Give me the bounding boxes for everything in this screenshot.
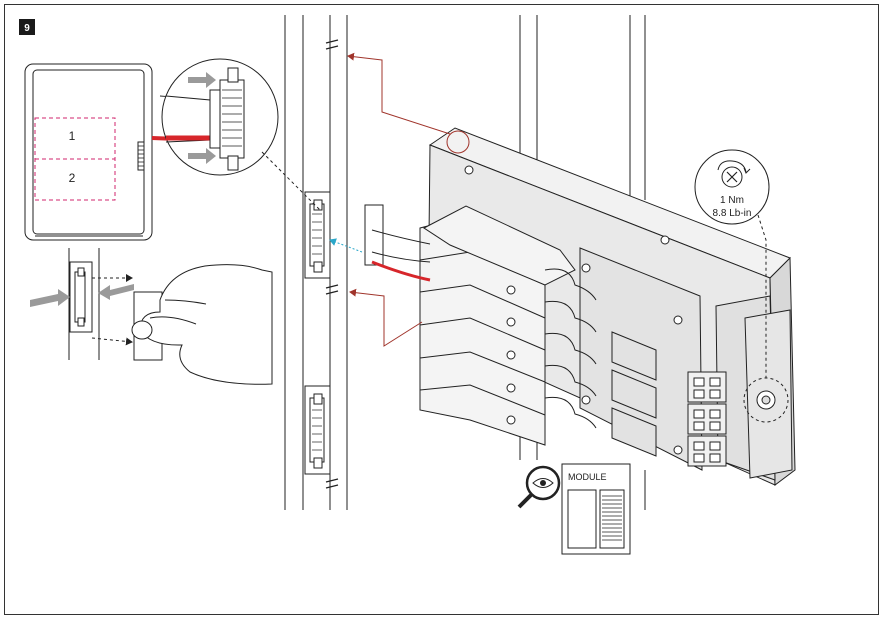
screw-terminals	[687, 371, 727, 467]
step-badge: 9	[19, 19, 35, 35]
insert-arrow-icon	[30, 289, 70, 307]
torque-nm-label: 1 Nm	[720, 195, 744, 206]
push-arrow-icon	[188, 148, 216, 164]
enclosure-drawing	[24, 63, 153, 241]
module-doc-reference: MODULE	[561, 463, 631, 555]
left-rail	[68, 248, 100, 360]
connection-arrow	[329, 238, 363, 253]
ribbon-cable-red	[371, 260, 431, 282]
zoom-leader-line	[261, 151, 321, 211]
alignment-guides	[347, 52, 470, 347]
left-rail-connector	[69, 261, 93, 333]
rail-slots	[325, 39, 339, 489]
rail-connector-lower	[304, 385, 331, 475]
zone-1-label: 1	[69, 129, 76, 143]
step-number: 9	[24, 23, 30, 34]
torque-indicator: 1 Nm 8.8 Lb-in	[694, 149, 770, 378]
torque-lbin-label: 8.8 Lb-in	[713, 208, 752, 219]
zone-outlines	[34, 117, 116, 201]
terminal-block-stack	[419, 214, 546, 446]
zone-2-label: 2	[69, 171, 76, 185]
connector-zoom-circle	[161, 58, 279, 176]
wire-loops	[544, 268, 597, 429]
release-arrow-icon	[98, 284, 134, 300]
hand-illustration	[131, 264, 273, 385]
magnifier-eye-icon	[517, 465, 561, 509]
frame-border	[4, 4, 879, 615]
push-arrow-icon	[188, 72, 216, 88]
screw-icon	[726, 171, 738, 183]
module-doc-label: MODULE	[568, 472, 607, 482]
module-connector-cap	[364, 204, 576, 286]
rail-connector-upper	[304, 191, 331, 279]
